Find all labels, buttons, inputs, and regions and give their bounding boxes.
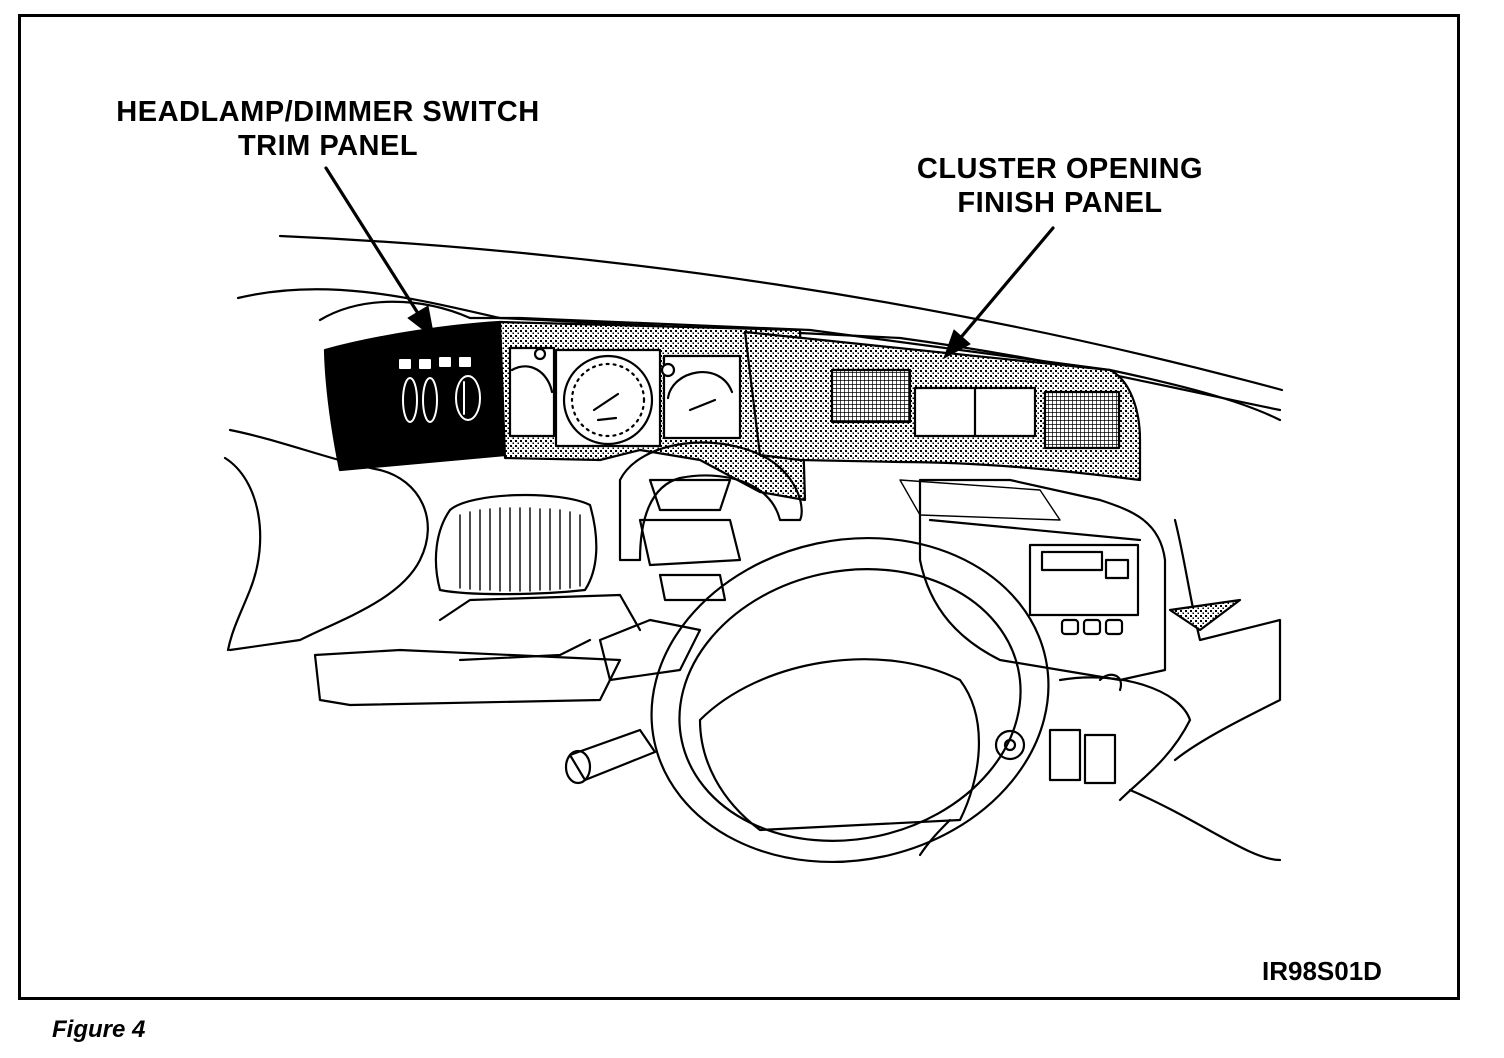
- steering-wheel-hub: [698, 658, 981, 832]
- windshield-line: [278, 234, 1284, 392]
- radio-unit: [1028, 543, 1140, 617]
- dash-top-edge: [318, 300, 1282, 422]
- turn-signal-stalk: [568, 728, 657, 782]
- steering-column-shroud: [618, 441, 803, 562]
- headlamp-dimmer-trim-panel: [323, 320, 507, 472]
- knee-bolster: [313, 648, 622, 707]
- speedometer-needle: [592, 392, 620, 412]
- figure-frame: [18, 14, 1460, 1000]
- cluster-opening-label: CLUSTER OPENING FINISH PANEL: [900, 152, 1220, 220]
- climate-buttons: [1060, 618, 1124, 636]
- left-dash-lower: [223, 456, 262, 652]
- gauge-face-left: [508, 346, 556, 438]
- cluster-label-line2: FINISH PANEL: [957, 187, 1163, 219]
- gauge-face-tach: [662, 354, 742, 440]
- cluster-label-line1: CLUSTER OPENING: [916, 153, 1204, 185]
- headlamp-pointer-arrow: [324, 166, 428, 328]
- figure-id: IR98S01D: [1262, 956, 1382, 986]
- figure-caption: Figure 4: [52, 1016, 146, 1043]
- headlamp-label-line1: HEADLAMP/DIMMER SWITCH: [116, 96, 540, 128]
- windshield-inner-line: [236, 288, 1282, 412]
- headlamp-switch-knobs: [399, 357, 481, 423]
- center-vent-right: [1043, 390, 1121, 450]
- left-air-vent: [434, 493, 598, 596]
- left-dash-body: [228, 428, 429, 652]
- headlamp-label-line2: TRIM PANEL: [237, 130, 419, 162]
- cluster-pointer-arrow: [950, 226, 1055, 350]
- ignition-lock: [994, 729, 1026, 761]
- headlamp-dimmer-label: HEADLAMP/DIMMER SWITCH TRIM PANEL: [98, 95, 558, 163]
- center-vent-left: [830, 368, 912, 424]
- steering-wheel-rim-inner: [678, 568, 1022, 842]
- steering-wheel-rim: [650, 536, 1050, 864]
- center-stack: [918, 478, 1167, 682]
- right-dash-body: [1173, 518, 1282, 762]
